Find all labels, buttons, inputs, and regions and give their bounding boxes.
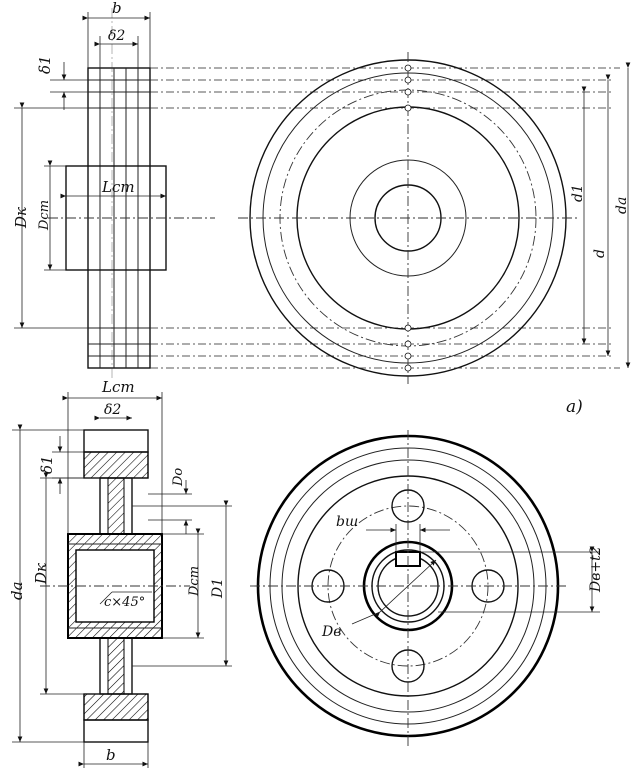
label-da-bottom: da [8, 581, 26, 600]
label-D1: D1 [210, 578, 226, 599]
label-delta1-top: δ1 [36, 55, 54, 74]
label-Dk-bottom: Dк [32, 563, 50, 585]
bottom-section-view: Lст δ2 δ1 da Dк c×45° Do Dст [8, 378, 232, 768]
label-d: d [592, 249, 608, 258]
label-d1: d1 [570, 184, 586, 202]
label-delta2-bottom: δ2 [104, 402, 121, 418]
bottom-front-view: bш Dв Dв+t2 [250, 430, 604, 746]
label-b-bottom: b [106, 746, 116, 764]
label-Lcm-top: Lст [101, 178, 135, 196]
label-DvT2: Dв+t2 [588, 546, 604, 593]
label-delta2-top: δ2 [108, 28, 125, 44]
top-front-view: d1 d da [150, 52, 631, 384]
label-Do: Do [171, 468, 186, 487]
view-a-label: a) [566, 397, 583, 417]
label-Dcm-top: Dст [37, 200, 52, 231]
label-da-top: da [614, 197, 630, 214]
label-c45: c×45° [104, 595, 145, 610]
label-Lcm-bottom: Lст [101, 378, 135, 396]
label-bw: bш [336, 514, 358, 530]
label-Dv: Dв [321, 624, 341, 640]
label-Dk-top: Dк [12, 207, 30, 229]
label-Dcm-bottom: Dст [187, 566, 202, 597]
label-b-top: b [112, 0, 122, 17]
label-delta1-bottom: δ1 [38, 455, 56, 474]
top-side-view: b δ2 δ1 Dк Dст Lст [12, 0, 215, 380]
